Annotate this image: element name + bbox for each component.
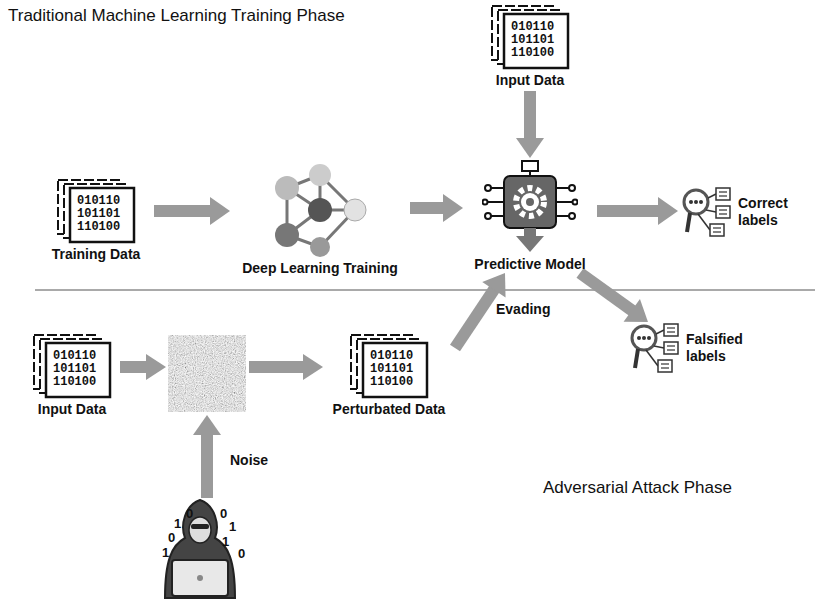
label-icon [680, 186, 732, 238]
document-icon: 010110 101101 110100 [349, 333, 429, 399]
model-chip: Predictive Model [465, 160, 595, 273]
caption: Training Data [52, 246, 141, 263]
caption: Input Data [38, 401, 106, 418]
binary-digit: 0 [168, 530, 175, 545]
document-icon: 010110 101101 110100 [32, 333, 112, 399]
block-arrow [249, 354, 323, 380]
phase-title: Adversarial Attack Phase [543, 478, 732, 498]
hacker-figure [165, 500, 235, 598]
binary-text: 010110 101101 110100 [77, 195, 120, 234]
label-text: Falsified labels [686, 331, 743, 365]
binary-text: 010110 101101 110100 [511, 21, 554, 60]
binary-digit: 0 [238, 546, 245, 561]
label-icon [628, 322, 680, 374]
arrow-head [482, 273, 505, 297]
arrow-shaft [154, 205, 211, 217]
arrow-shaft [524, 91, 536, 139]
label-output: Correct labels [680, 186, 812, 238]
binary-digit: 1 [162, 545, 169, 560]
binary-text: 010110 101101 110100 [370, 350, 413, 389]
binary-digit: 1 [229, 519, 236, 534]
arrow-shaft [455, 289, 494, 348]
network-node: Deep Learning Training [232, 163, 408, 277]
phase-divider [35, 290, 815, 291]
block-arrow [193, 415, 221, 498]
block-arrow [580, 273, 648, 322]
data-stack: 010110 101101 110100Training Data [40, 178, 152, 263]
document-icon: 010110 101101 110100 [490, 4, 570, 70]
binary-text: 010110 101101 110100 [53, 350, 96, 389]
arrow-shaft [410, 202, 444, 214]
model-chip-icon [482, 160, 578, 254]
block-arrow [597, 197, 678, 225]
block-arrow [516, 91, 544, 158]
arrow-shaft [580, 273, 633, 311]
binary-digit: 0 [186, 506, 193, 521]
arrow-head [658, 197, 678, 225]
block-arrow [120, 354, 166, 380]
arrow-head [624, 299, 648, 322]
caption: Input Data [496, 72, 564, 89]
caption: Perturbated Data [333, 401, 446, 418]
data-stack: 010110 101101 110100Input Data [22, 333, 122, 418]
arrow-head [516, 138, 544, 158]
arrow-label: Noise [230, 452, 268, 468]
arrow-head [210, 197, 230, 225]
block-arrow [154, 197, 230, 225]
document-icon: 010110 101101 110100 [56, 178, 136, 244]
neural-network-icon [265, 163, 375, 258]
label-output: Falsified labels [628, 322, 760, 374]
binary-digit: 1 [174, 516, 181, 531]
diagram-title: Traditional Machine Learning Training Ph… [8, 6, 345, 26]
block-arrow [410, 194, 463, 222]
label-text: Correct labels [738, 195, 788, 229]
data-stack: 010110 101101 110100Perturbated Data [323, 333, 455, 418]
binary-digit: 1 [222, 534, 229, 549]
binary-digit: 0 [220, 506, 227, 521]
arrow-shaft [597, 205, 659, 217]
data-stack: 010110 101101 110100Input Data [482, 4, 578, 89]
edge-label: Evading [496, 301, 550, 317]
noise-square [168, 335, 246, 412]
caption: Deep Learning Training [242, 260, 398, 277]
arrow-head [443, 194, 463, 222]
caption: Predictive Model [474, 256, 585, 273]
